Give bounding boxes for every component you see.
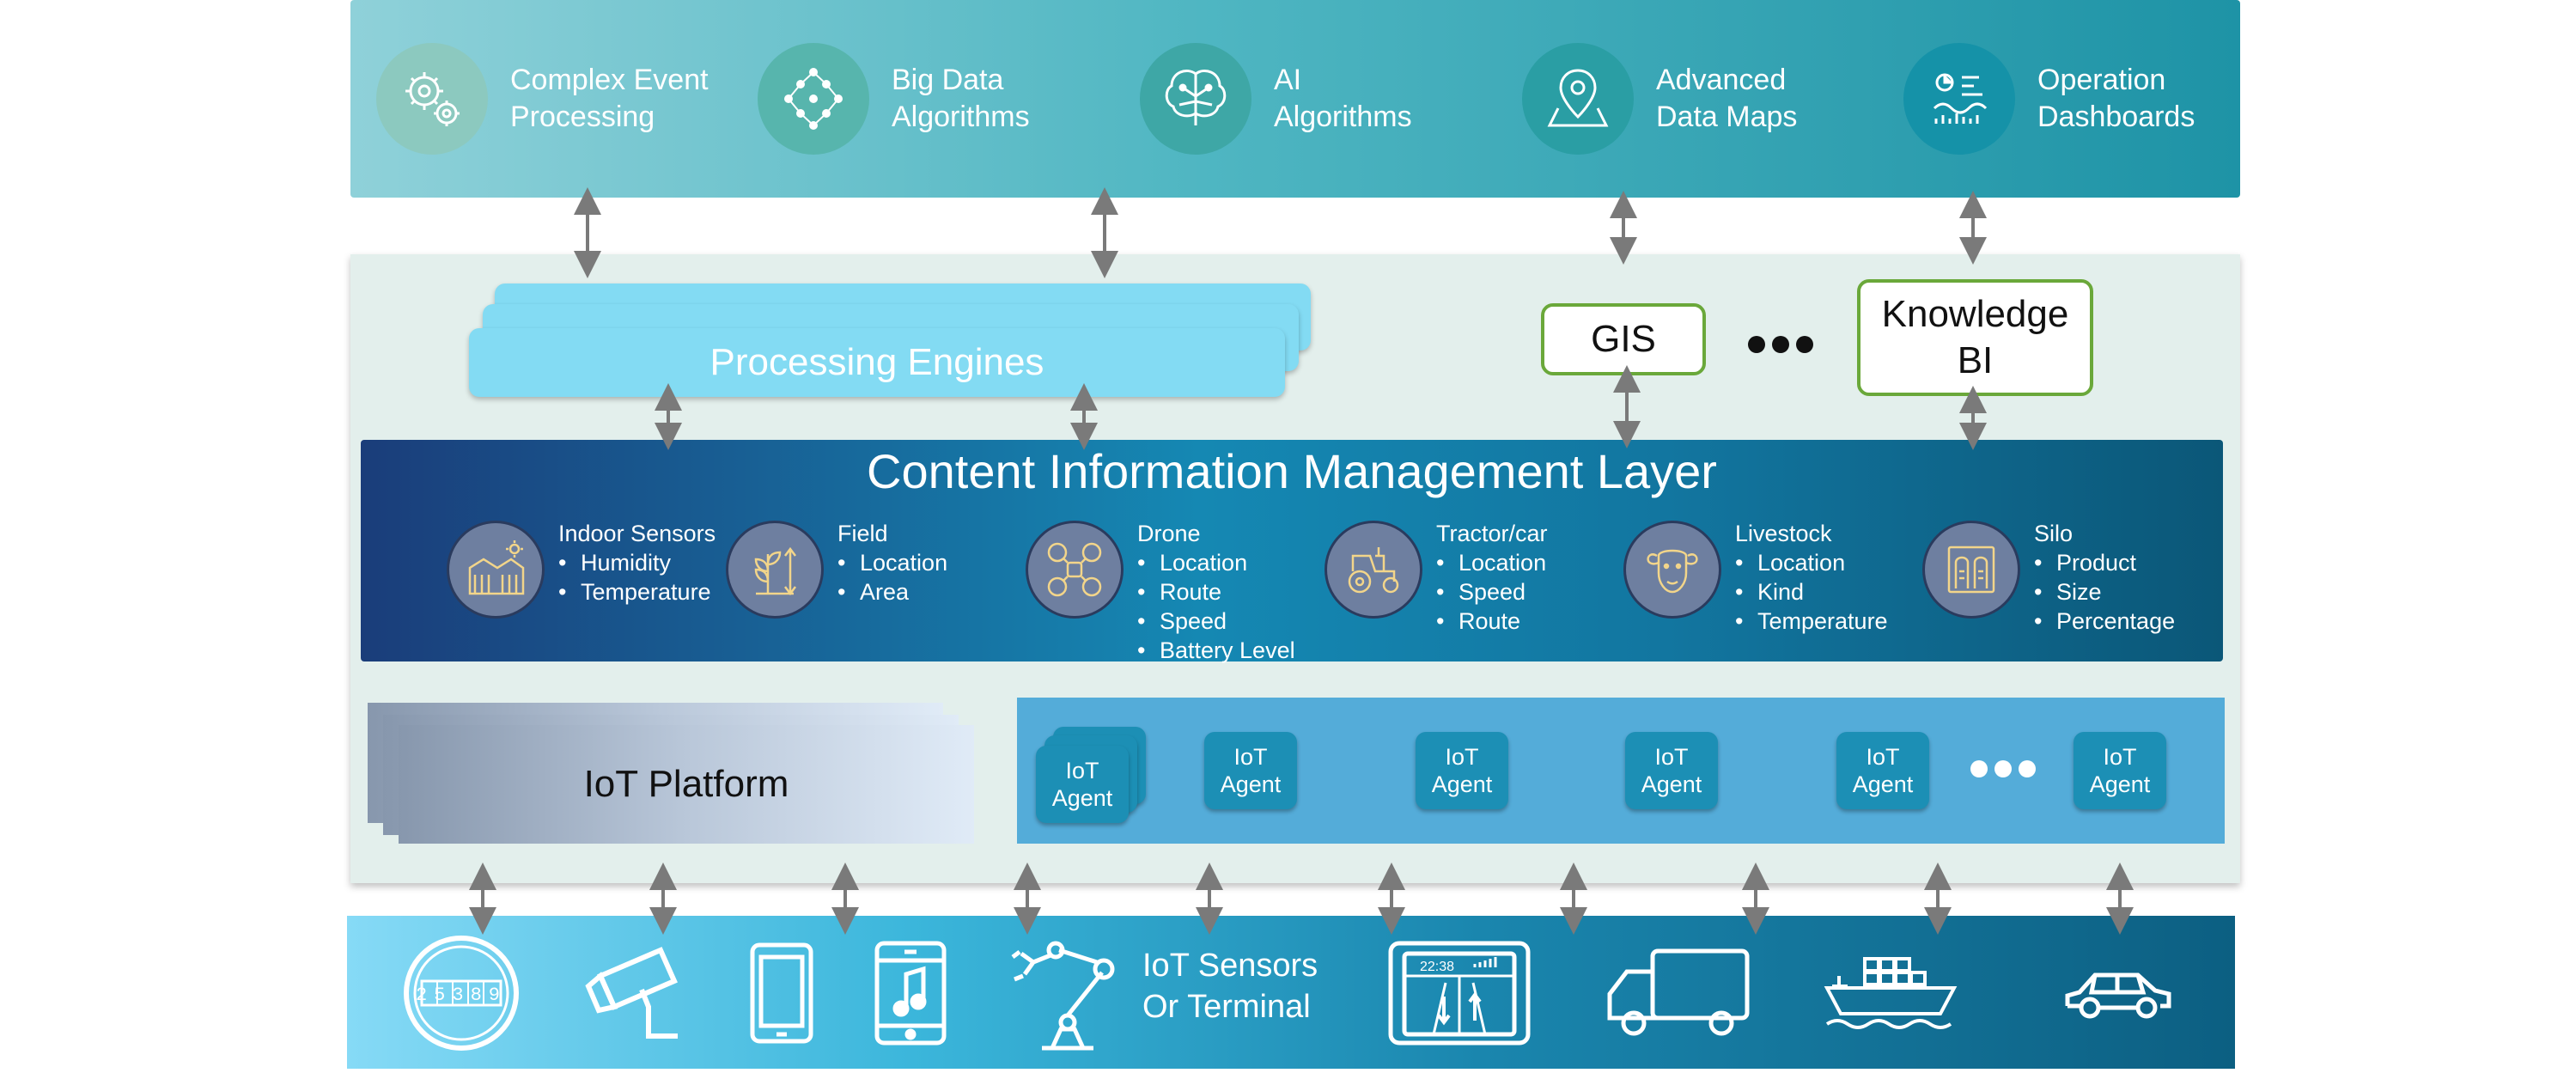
item-bullet: Speed [1436, 577, 1548, 607]
dashboard-screen-icon: 22:38 [1386, 933, 1532, 1053]
item-bullet: Location [1735, 548, 1888, 577]
brain-circuit-icon [1140, 43, 1251, 155]
capability-label: Big Data [892, 64, 1004, 96]
content-item-indoor-sensors[interactable]: Indoor Sensors HumidityTemperature [447, 519, 716, 619]
cctv-camera-icon [577, 933, 697, 1053]
item-title: Tractor/car [1436, 521, 1548, 546]
item-title: Livestock [1735, 521, 1832, 546]
screen-time: 22:38 [1420, 960, 1454, 974]
item-title: Silo [2034, 521, 2074, 546]
agent-label: Agent [1852, 771, 1914, 797]
sheep-icon [1623, 521, 1721, 619]
agent-label: IoT [1866, 744, 1900, 770]
agent-label: Agent [1051, 785, 1113, 811]
map-pin-icon [1522, 43, 1634, 155]
agent-label: Agent [1641, 771, 1702, 797]
agent-label: IoT [1065, 758, 1099, 783]
robot-arm-icon [1003, 933, 1132, 1053]
item-title: Field [837, 521, 888, 546]
item-bullet: Location [837, 548, 947, 577]
item-bullet: Area [837, 577, 947, 607]
capability-label: Advanced [1656, 64, 1787, 96]
tractor-icon [1325, 521, 1422, 619]
meter-icon: 25389 [397, 933, 526, 1053]
agent-label: IoT [1233, 744, 1268, 770]
capability-label: Algorithms [1274, 101, 1412, 133]
agent-label: Agent [2089, 771, 2151, 797]
iot-platform-box[interactable]: IoT Platform [399, 725, 974, 844]
item-bullet: Battery Level [1137, 636, 1295, 665]
item-bullet: Product [2034, 548, 2175, 577]
network-nodes-icon [758, 43, 869, 155]
iot-sensors-label: IoT Sensors Or Terminal [1142, 945, 1318, 1027]
item-title: Drone [1137, 521, 1201, 546]
devices-band [347, 916, 2235, 1069]
capability-label: Algorithms [892, 101, 1030, 133]
dashboard-icon [1903, 43, 2015, 155]
truck-icon [1599, 933, 1754, 1053]
item-title: Indoor Sensors [558, 521, 716, 546]
item-bullet: Kind [1735, 577, 1888, 607]
iot-sensors-label-line: IoT Sensors [1142, 948, 1318, 984]
tablet-icon [739, 933, 825, 1053]
gears-icon [376, 43, 488, 155]
greenhouse-icon [447, 521, 545, 619]
capability-label: Processing [510, 101, 655, 133]
content-item-livestock[interactable]: Livestock LocationKindTemperature [1623, 519, 1888, 636]
content-item-silo[interactable]: Silo ProductSizePercentage [1922, 519, 2175, 636]
processing-engines-box[interactable]: Processing Engines [469, 328, 1285, 397]
item-bullet: Route [1436, 607, 1548, 636]
more-agents-ellipsis [1970, 760, 2036, 777]
item-bullet: Percentage [2034, 607, 2175, 636]
item-bullet: Humidity [558, 548, 716, 577]
knowledge-bi-label: Knowledge [1881, 293, 2069, 335]
knowledge-bi-label: BI [1957, 339, 1994, 381]
more-ellipsis [1748, 336, 1813, 353]
item-bullet: Speed [1137, 607, 1295, 636]
item-bullet: Route [1137, 577, 1295, 607]
item-bullet: Temperature [558, 577, 716, 607]
content-item-field[interactable]: Field LocationArea [726, 519, 947, 619]
drone-icon [1026, 521, 1124, 619]
capability-label: Operation [2037, 64, 2166, 96]
agent-label: Agent [1220, 771, 1282, 797]
item-bullet: Size [2034, 577, 2175, 607]
agent-label: Agent [1431, 771, 1493, 797]
item-bullet: Location [1137, 548, 1295, 577]
crop-plant-icon [726, 521, 824, 619]
capability-label: AI [1274, 64, 1302, 96]
item-bullet: Location [1436, 548, 1548, 577]
cargo-ship-icon [1818, 933, 1964, 1053]
gis-box[interactable]: GIS [1541, 303, 1706, 375]
capability-label: Data Maps [1656, 101, 1798, 133]
meter-digits: 25389 [416, 985, 507, 1006]
car-icon [2058, 933, 2178, 1053]
agent-label: IoT [2103, 744, 2137, 770]
capability-label: Dashboards [2037, 101, 2195, 133]
content-layer-title: Content Information Management Layer [867, 444, 1717, 498]
content-item-tractor[interactable]: Tractor/car LocationSpeedRoute [1325, 519, 1548, 636]
agent-label: IoT [1445, 744, 1479, 770]
content-item-drone[interactable]: Drone LocationRouteSpeedBattery Level [1026, 519, 1295, 665]
item-bullet: Temperature [1735, 607, 1888, 636]
silo-icon [1922, 521, 2020, 619]
agent-label: IoT [1654, 744, 1689, 770]
iot-sensors-label-line: Or Terminal [1142, 989, 1311, 1025]
capability-label: Complex Event [510, 64, 709, 96]
phone-music-icon [868, 933, 953, 1053]
capability-ai-algorithms[interactable]: AI Algorithms [1140, 43, 1412, 155]
